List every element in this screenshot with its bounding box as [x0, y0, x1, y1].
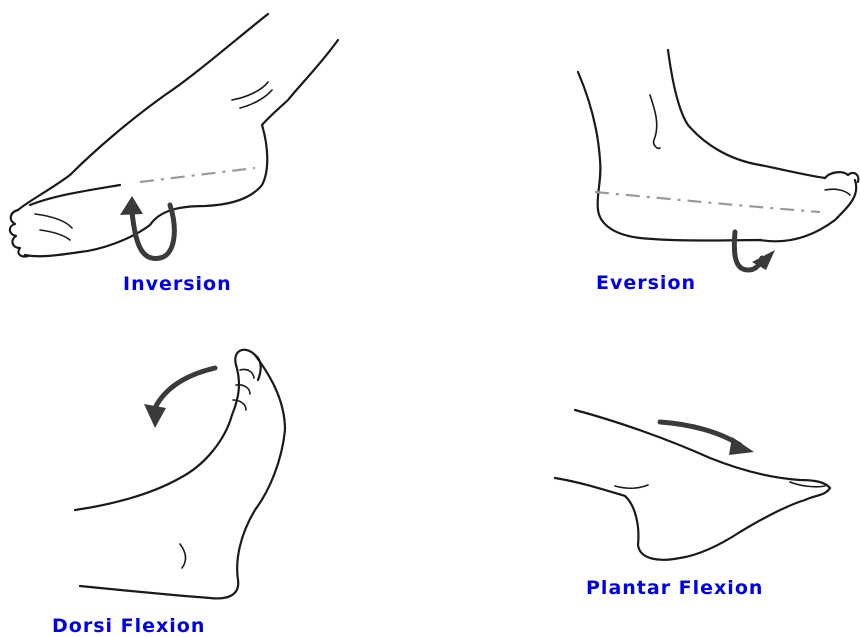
dorsi-flexion-panel: Dorsi Flexion	[0, 310, 430, 637]
eversion-panel: Eversion	[430, 0, 860, 310]
plantar-flexion-panel: Plantar Flexion	[430, 310, 860, 637]
inversion-foot-illustration	[0, 0, 430, 310]
eversion-label: Eversion	[596, 272, 696, 294]
dorsi-flexion-foot-illustration	[0, 310, 430, 637]
inversion-label: Inversion	[123, 273, 232, 295]
eversion-foot-illustration	[430, 0, 860, 310]
plantar-flexion-label: Plantar Flexion	[586, 577, 763, 599]
inversion-panel: Inversion	[0, 0, 430, 310]
dorsi-flexion-label: Dorsi Flexion	[52, 615, 205, 637]
